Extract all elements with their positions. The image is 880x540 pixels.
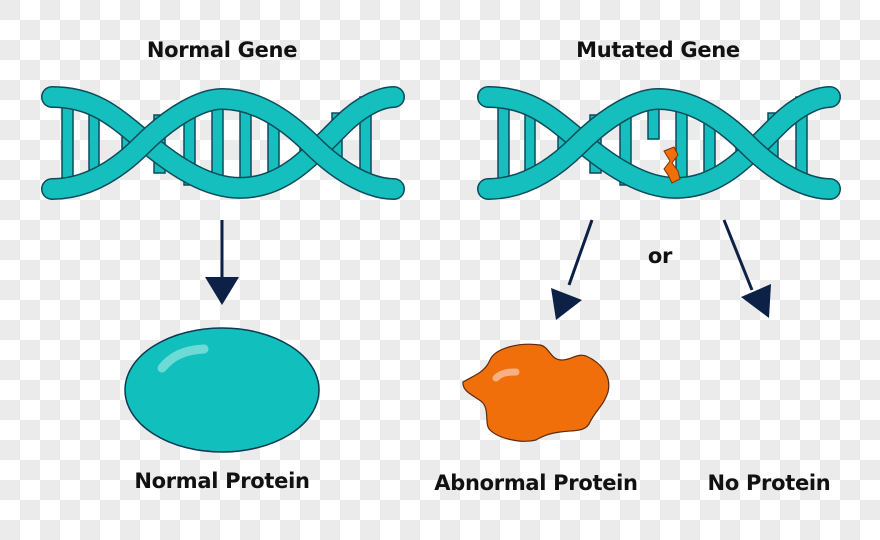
abnormal-protein-icon <box>462 343 610 442</box>
mutated-gene-title: Mutated Gene <box>576 38 740 62</box>
abnormal-protein-label: Abnormal Protein <box>434 471 638 495</box>
normal-protein-icon <box>124 327 320 453</box>
arrow-down-left-icon <box>551 219 594 320</box>
mutation-segment-icon <box>663 146 681 184</box>
normal-dna-helix-icon <box>41 86 405 200</box>
normal-protein-label: Normal Protein <box>134 469 310 493</box>
normal-gene-title: Normal Gene <box>146 38 298 62</box>
arrow-down-right-icon <box>722 219 771 318</box>
no-protein-label: No Protein <box>707 471 831 495</box>
mutated-dna-helix-icon <box>477 86 841 200</box>
or-connector-label: or <box>647 244 673 268</box>
arrow-down-icon <box>205 220 239 305</box>
